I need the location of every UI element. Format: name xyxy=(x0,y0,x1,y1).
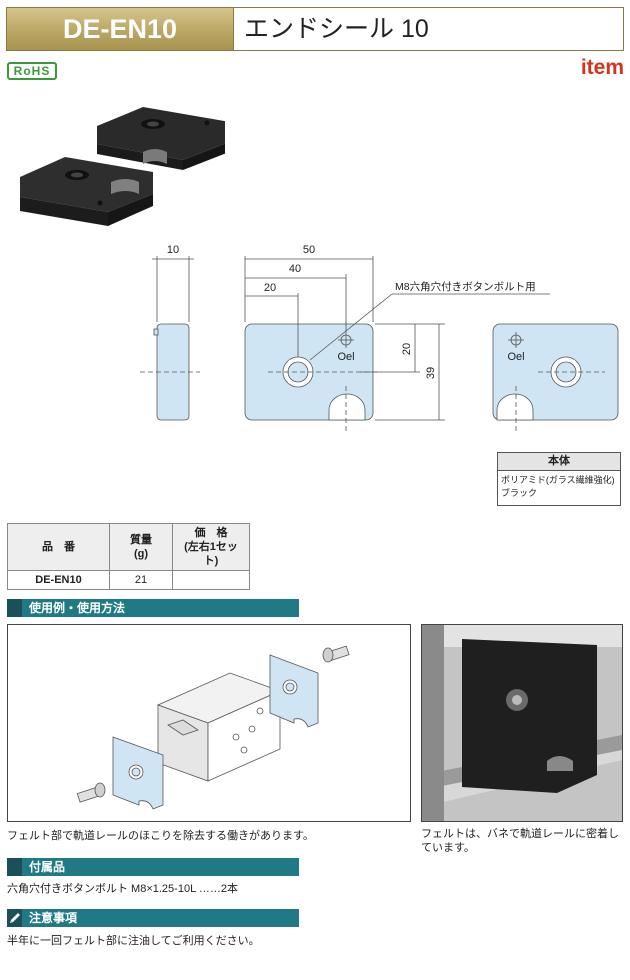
section-marker-icon xyxy=(7,599,22,617)
material-line1: ポリアミド(ガラス繊維強化) xyxy=(501,475,615,485)
bolt-left-icon xyxy=(76,782,106,803)
installation-photo xyxy=(421,624,623,822)
dim-pitch20: 20 xyxy=(264,282,276,294)
product-code: DE-EN10 xyxy=(7,8,233,50)
bolt-right-icon xyxy=(322,645,350,663)
product-name: エンドシール 10 xyxy=(233,8,623,50)
material-table: 本体 ポリアミド(ガラス繊維強化) ブラック xyxy=(497,452,621,506)
dim-height20: 20 xyxy=(401,343,413,355)
assembly-illustration xyxy=(76,645,350,810)
cell-mass: 21 xyxy=(109,570,173,590)
usage-caption-left: フェルト部で軌道レールのほこりを除去する働きがあります。 xyxy=(7,830,314,842)
usage-title: 使用例・使用方法 xyxy=(29,601,126,615)
end-seal-back-image xyxy=(97,107,225,170)
brand-logo: item xyxy=(580,56,624,79)
accessory-title: 付属品 xyxy=(29,860,66,874)
section-marker-icon xyxy=(7,858,22,876)
table-row: DE-EN10 21 xyxy=(7,570,250,590)
material-header: 本体 xyxy=(498,453,620,471)
header-price: 価 格 (左右1セット) xyxy=(172,523,250,571)
dim-width: 50 xyxy=(303,244,315,256)
marking-front: Oel xyxy=(337,351,354,363)
bolt-callout: M8六角穴付きボタンボルト用 xyxy=(395,280,536,293)
material-line2: ブラック xyxy=(501,488,538,498)
accessory-section-bar: 付属品 xyxy=(7,858,299,876)
usage-section-bar: 使用例・使用方法 xyxy=(7,599,299,617)
header-part: 品 番 xyxy=(7,523,110,571)
accessory-text: 六角穴付きボタンボルト M8×1.25-10L ……2本 xyxy=(7,883,238,895)
dim-pitch40: 40 xyxy=(289,263,301,275)
marking-rear: Oel xyxy=(507,351,524,363)
usage-diagram xyxy=(7,624,411,822)
spec-table: 品 番 質量 (g) 価 格 (左右1セット) DE-EN10 21 xyxy=(7,523,250,590)
cell-price xyxy=(172,570,250,590)
technical-drawing: 10 50 40 20 20 39 M8六角穴付きボタンボルト用 Oel Oel xyxy=(140,244,619,432)
dim-height39: 39 xyxy=(425,367,437,379)
caution-section-bar: 注意事項 xyxy=(7,909,299,927)
rohs-badge: RoHS xyxy=(7,62,57,80)
caution-text: 半年に一回フェルト部に注油してご利用ください。 xyxy=(7,935,260,947)
caution-title: 注意事項 xyxy=(29,911,78,925)
header-mass: 質量 (g) xyxy=(109,523,173,571)
pencil-icon xyxy=(7,909,22,927)
product-illustration xyxy=(20,107,225,226)
title-header: DE-EN10 エンドシール 10 xyxy=(6,7,624,51)
end-seal-front-image xyxy=(20,157,153,226)
dim-thickness: 10 xyxy=(167,244,179,256)
cell-part: DE-EN10 xyxy=(7,570,110,590)
usage-caption-right: フェルトは、バネで軌道レールに密着しています。 xyxy=(421,828,619,854)
end-seal-photo xyxy=(462,639,597,793)
